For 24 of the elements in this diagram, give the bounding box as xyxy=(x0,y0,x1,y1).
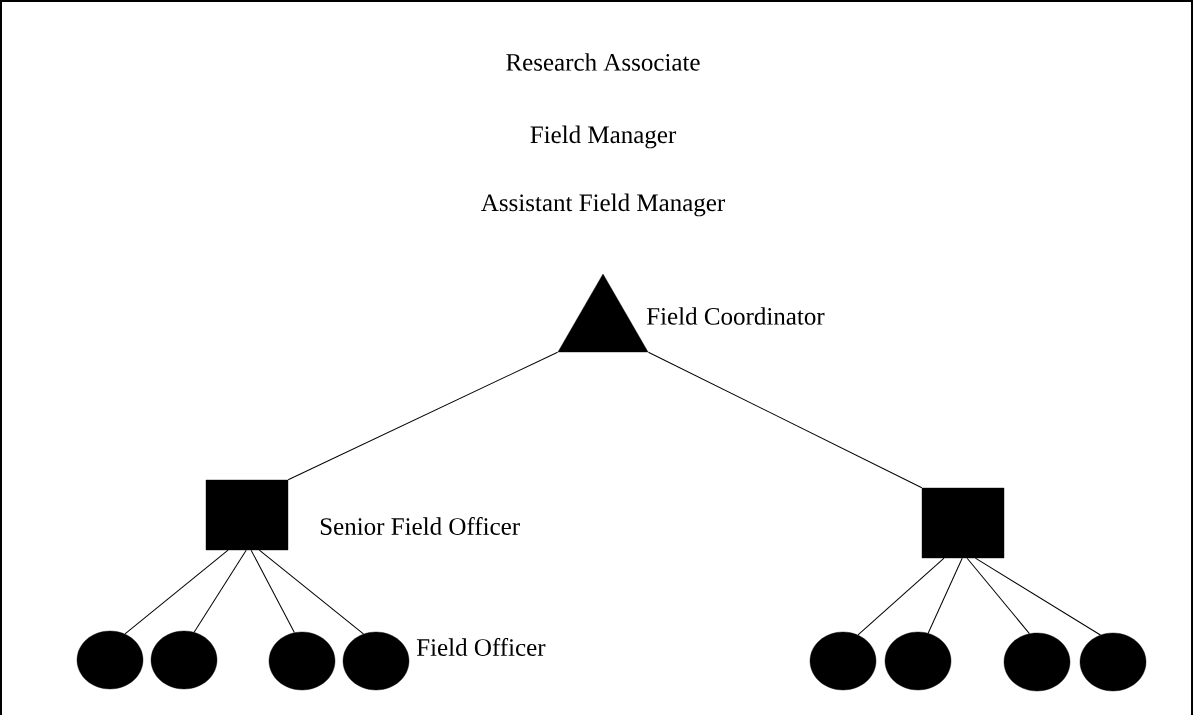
ellipse-marker xyxy=(76,630,144,690)
ellipse-marker xyxy=(809,631,877,691)
node-label: Field Officer xyxy=(416,638,546,656)
connector-line xyxy=(857,557,945,636)
ellipse-marker xyxy=(150,630,218,690)
connector-line xyxy=(966,557,1030,635)
connector-line xyxy=(250,549,295,634)
title-line: Field Manager xyxy=(530,125,677,149)
node-label: Senior Field Officer xyxy=(320,517,520,535)
connector-line xyxy=(124,549,229,635)
connector-line xyxy=(647,351,923,489)
node-label: Field Coordinator xyxy=(646,307,825,325)
connector-line xyxy=(193,549,247,633)
connector-line xyxy=(287,351,559,481)
connector-line xyxy=(258,549,364,635)
ellipse-marker xyxy=(1003,632,1071,692)
ellipse-marker xyxy=(884,631,952,691)
title-line: Research Associate xyxy=(506,53,700,71)
ellipse-marker xyxy=(268,631,336,691)
connector-line xyxy=(974,557,1101,636)
title-line: Assistant Field Manager xyxy=(481,193,725,217)
square-marker xyxy=(921,487,1005,559)
ellipse-marker xyxy=(1079,632,1147,692)
connector-line xyxy=(927,557,963,634)
